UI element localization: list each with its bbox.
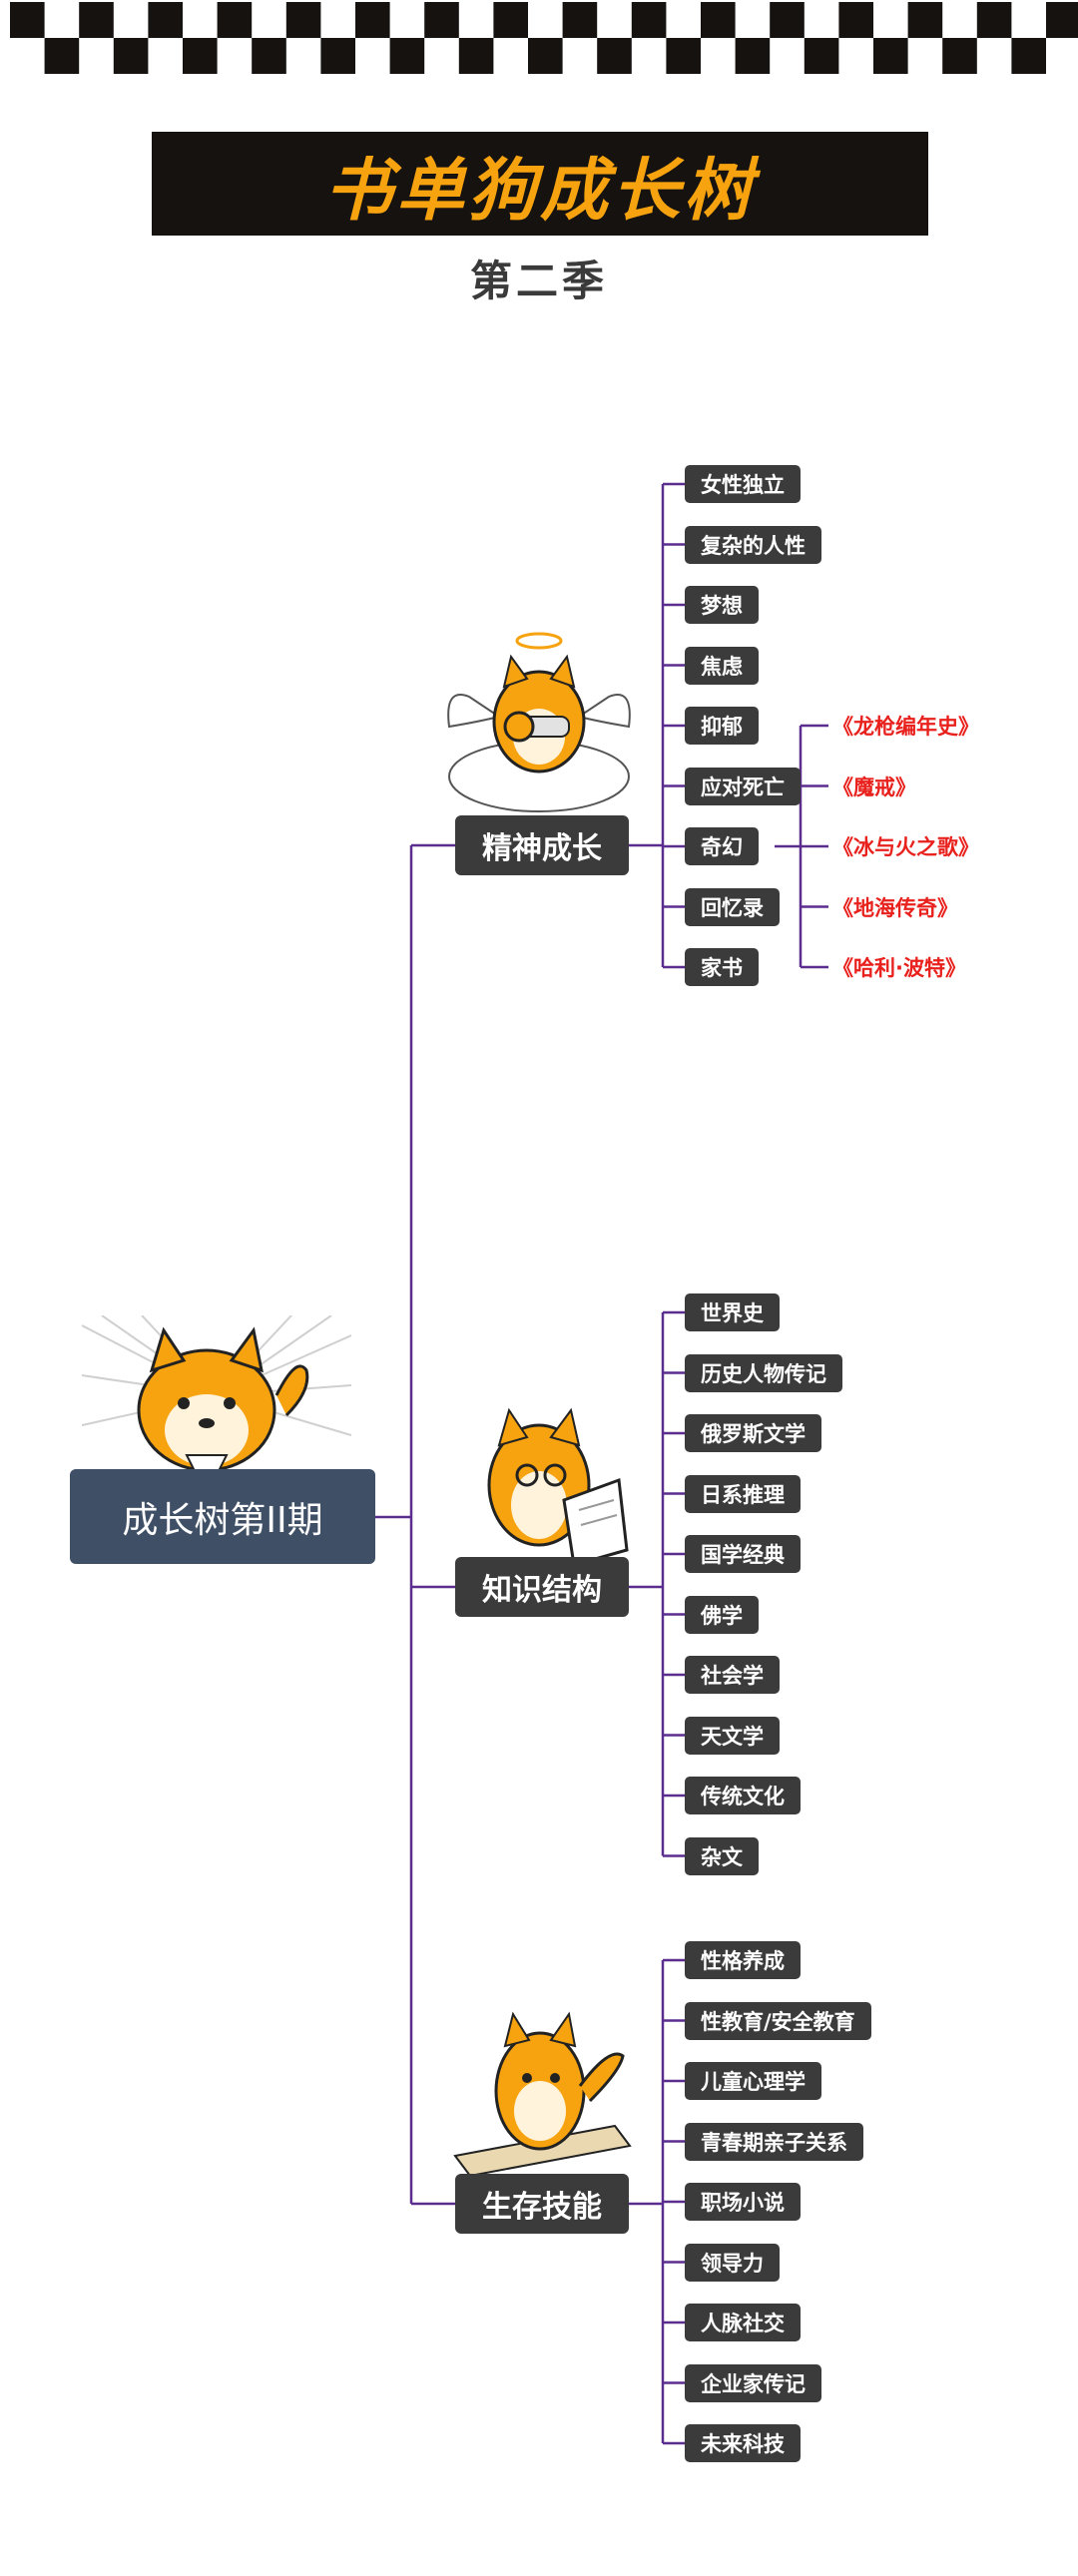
page-title: 书单狗成长树 xyxy=(323,151,756,231)
leaf-node: 性格养成 xyxy=(685,1941,801,1979)
leaf-node: 天文学 xyxy=(685,1716,780,1755)
leaf-node: 社会学 xyxy=(685,1656,780,1694)
leaf-node: 杂文 xyxy=(685,1836,759,1875)
leaf-node: 传统文化 xyxy=(685,1777,801,1814)
sub-leaf-book-title: 《冰与火之歌》 xyxy=(832,835,979,859)
leaf-node: 抑郁 xyxy=(685,707,759,745)
sub-leaf-book-title: 《哈利·波特》 xyxy=(832,956,966,980)
leaf-node: 日系推理 xyxy=(685,1474,801,1513)
leaf-node: 奇幻 xyxy=(685,827,759,865)
leaf-node: 回忆录 xyxy=(685,887,780,926)
leaf-node: 儿童心理学 xyxy=(685,2062,821,2100)
sub-leaf-book-title: 《魔戒》 xyxy=(832,774,916,799)
sub-leaf-book-title: 《龙枪编年史》 xyxy=(832,715,979,739)
title-banner: 书单狗成长树 xyxy=(152,132,928,236)
dog-reading-paper-icon xyxy=(487,1407,629,1565)
leaf-node: 领导力 xyxy=(685,2243,780,2282)
root-node: 成长树第II期 xyxy=(70,1469,375,1564)
leaf-node: 女性独立 xyxy=(685,465,801,503)
leaf-node: 企业家传记 xyxy=(685,2363,821,2402)
leaf-node: 应对死亡 xyxy=(685,767,801,805)
leaf-node: 职场小说 xyxy=(685,2183,801,2221)
leaf-node: 复杂的人性 xyxy=(685,525,821,564)
leaf-node: 家书 xyxy=(685,948,759,986)
leaf-node: 世界史 xyxy=(685,1293,780,1331)
page-subtitle: 第二季 xyxy=(469,257,608,305)
leaf-node: 梦想 xyxy=(685,586,759,624)
shiba-dog-waving-icon xyxy=(82,1315,351,1475)
branch-survival-skills: 生存技能 xyxy=(455,2174,629,2234)
leaf-node: 国学经典 xyxy=(685,1535,801,1573)
leaf-node: 俄罗斯文学 xyxy=(685,1414,821,1452)
leaf-node: 性教育/安全教育 xyxy=(685,2001,871,2040)
sub-leaf-book-title: 《地海传奇》 xyxy=(832,895,958,920)
leaf-node: 青春期亲子关系 xyxy=(685,2122,863,2161)
leaf-node: 历史人物传记 xyxy=(685,1353,842,1392)
leaf-node: 人脉社交 xyxy=(685,2304,801,2341)
leaf-node: 未来科技 xyxy=(685,2424,801,2462)
leaf-node: 佛学 xyxy=(685,1595,759,1634)
checkered-banner xyxy=(10,2,1078,74)
branch-knowledge-structure: 知识结构 xyxy=(455,1557,629,1617)
dog-surfing-book-icon xyxy=(453,2011,632,2176)
branch-spiritual-growth: 精神成长 xyxy=(455,815,629,875)
leaf-node: 焦虑 xyxy=(685,646,759,685)
angel-dog-telescope-icon xyxy=(447,632,631,812)
